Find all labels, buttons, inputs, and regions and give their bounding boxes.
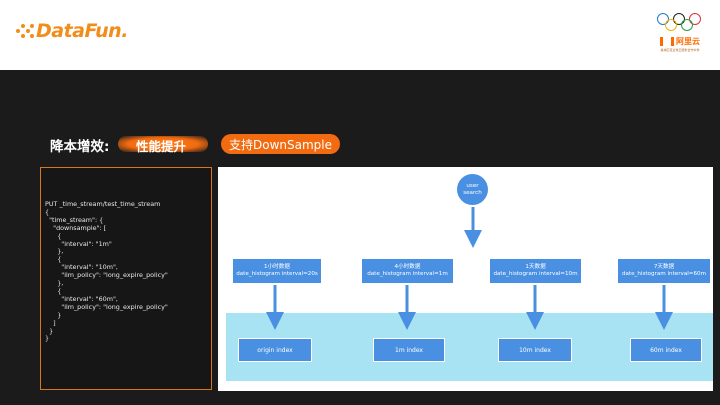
code-line: {: [45, 255, 62, 264]
code-line: "ilm_policy": "long_expire_policy": [45, 271, 168, 280]
index-box-10m: 10m index: [498, 338, 572, 362]
index-box-60m: 60m index: [630, 338, 702, 362]
code-line: }: [45, 326, 54, 335]
code-line: "ilm_policy": "long_expire_policy": [45, 302, 168, 311]
slide-header: DataFun. 阿里云 奥林匹克全球云服务合作伙伴: [0, 0, 720, 70]
slide-title: 降本增效:: [50, 139, 110, 155]
user-search-node: user search: [457, 174, 488, 205]
aliyun-olympic-logo: 阿里云 奥林匹克全球云服务合作伙伴: [652, 12, 708, 62]
range-box-query: date_histogram interval=20s: [236, 271, 318, 277]
code-line: {: [45, 231, 62, 240]
code-line: "interval": "1m": [45, 239, 112, 248]
aliyun-logo-subtitle: 奥林匹克全球云服务合作伙伴: [660, 48, 700, 52]
range-box-query: date_histogram interval=10m: [493, 271, 578, 277]
code-line: "interval": "10m",: [45, 263, 118, 272]
highlight-tag: 性能提升: [136, 139, 187, 154]
diagram-arrows: [266, 207, 673, 330]
datafun-logo-text: DataFun.: [36, 20, 128, 42]
code-line: "downsample": [: [45, 223, 107, 232]
olympic-rings-icon: [655, 12, 705, 34]
code-line: "time_stream": {: [45, 215, 104, 224]
code-line: }: [45, 310, 62, 319]
range-box-title: 4小时数据: [394, 263, 421, 270]
range-box-3: 1天数据 date_histogram interval=10m: [490, 259, 581, 283]
range-box-2: 4小时数据 date_histogram interval=1m: [362, 259, 453, 283]
highlight-tag-background: [118, 136, 208, 152]
datafun-dots-icon: [16, 22, 34, 40]
code-line: }: [45, 334, 50, 343]
range-box-title: 1天数据: [525, 263, 546, 270]
range-box-title: 7天数据: [653, 263, 675, 270]
code-line: {: [45, 207, 50, 216]
code-line: },: [45, 279, 64, 288]
datafun-logo: DataFun.: [16, 20, 128, 42]
user-node-line1: user: [466, 182, 479, 189]
range-box-4: 7天数据 date_histogram interval=60m: [618, 259, 710, 283]
code-block: PUT _time_stream/test_time_stream{ "time…: [45, 200, 168, 343]
aliyun-icon: [660, 37, 674, 46]
code-panel: PUT _time_stream/test_time_stream{ "time…: [40, 167, 212, 390]
range-box-1: 1小时数据 date_histogram interval=20s: [233, 259, 321, 283]
aliyun-logo-text: 阿里云: [676, 37, 700, 46]
code-line: ]: [45, 318, 56, 327]
range-box-query: date_histogram interval=1m: [367, 271, 448, 277]
code-line: PUT _time_stream/test_time_stream: [45, 200, 161, 208]
index-box-1m: 1m index: [373, 338, 445, 362]
downsample-pill: 支持DownSample: [221, 134, 340, 154]
user-node-line2: search: [463, 189, 482, 196]
range-box-query: date_histogram interval=60m: [621, 271, 707, 277]
downsample-diagram: user search 1小时数据 date_histogram interva…: [218, 167, 713, 391]
index-box-origin: origin index: [238, 338, 312, 362]
code-line: "interval": "60m",: [45, 294, 118, 303]
range-box-title: 1小时数据: [264, 263, 290, 270]
code-line: {: [45, 286, 62, 295]
code-line: },: [45, 247, 64, 256]
